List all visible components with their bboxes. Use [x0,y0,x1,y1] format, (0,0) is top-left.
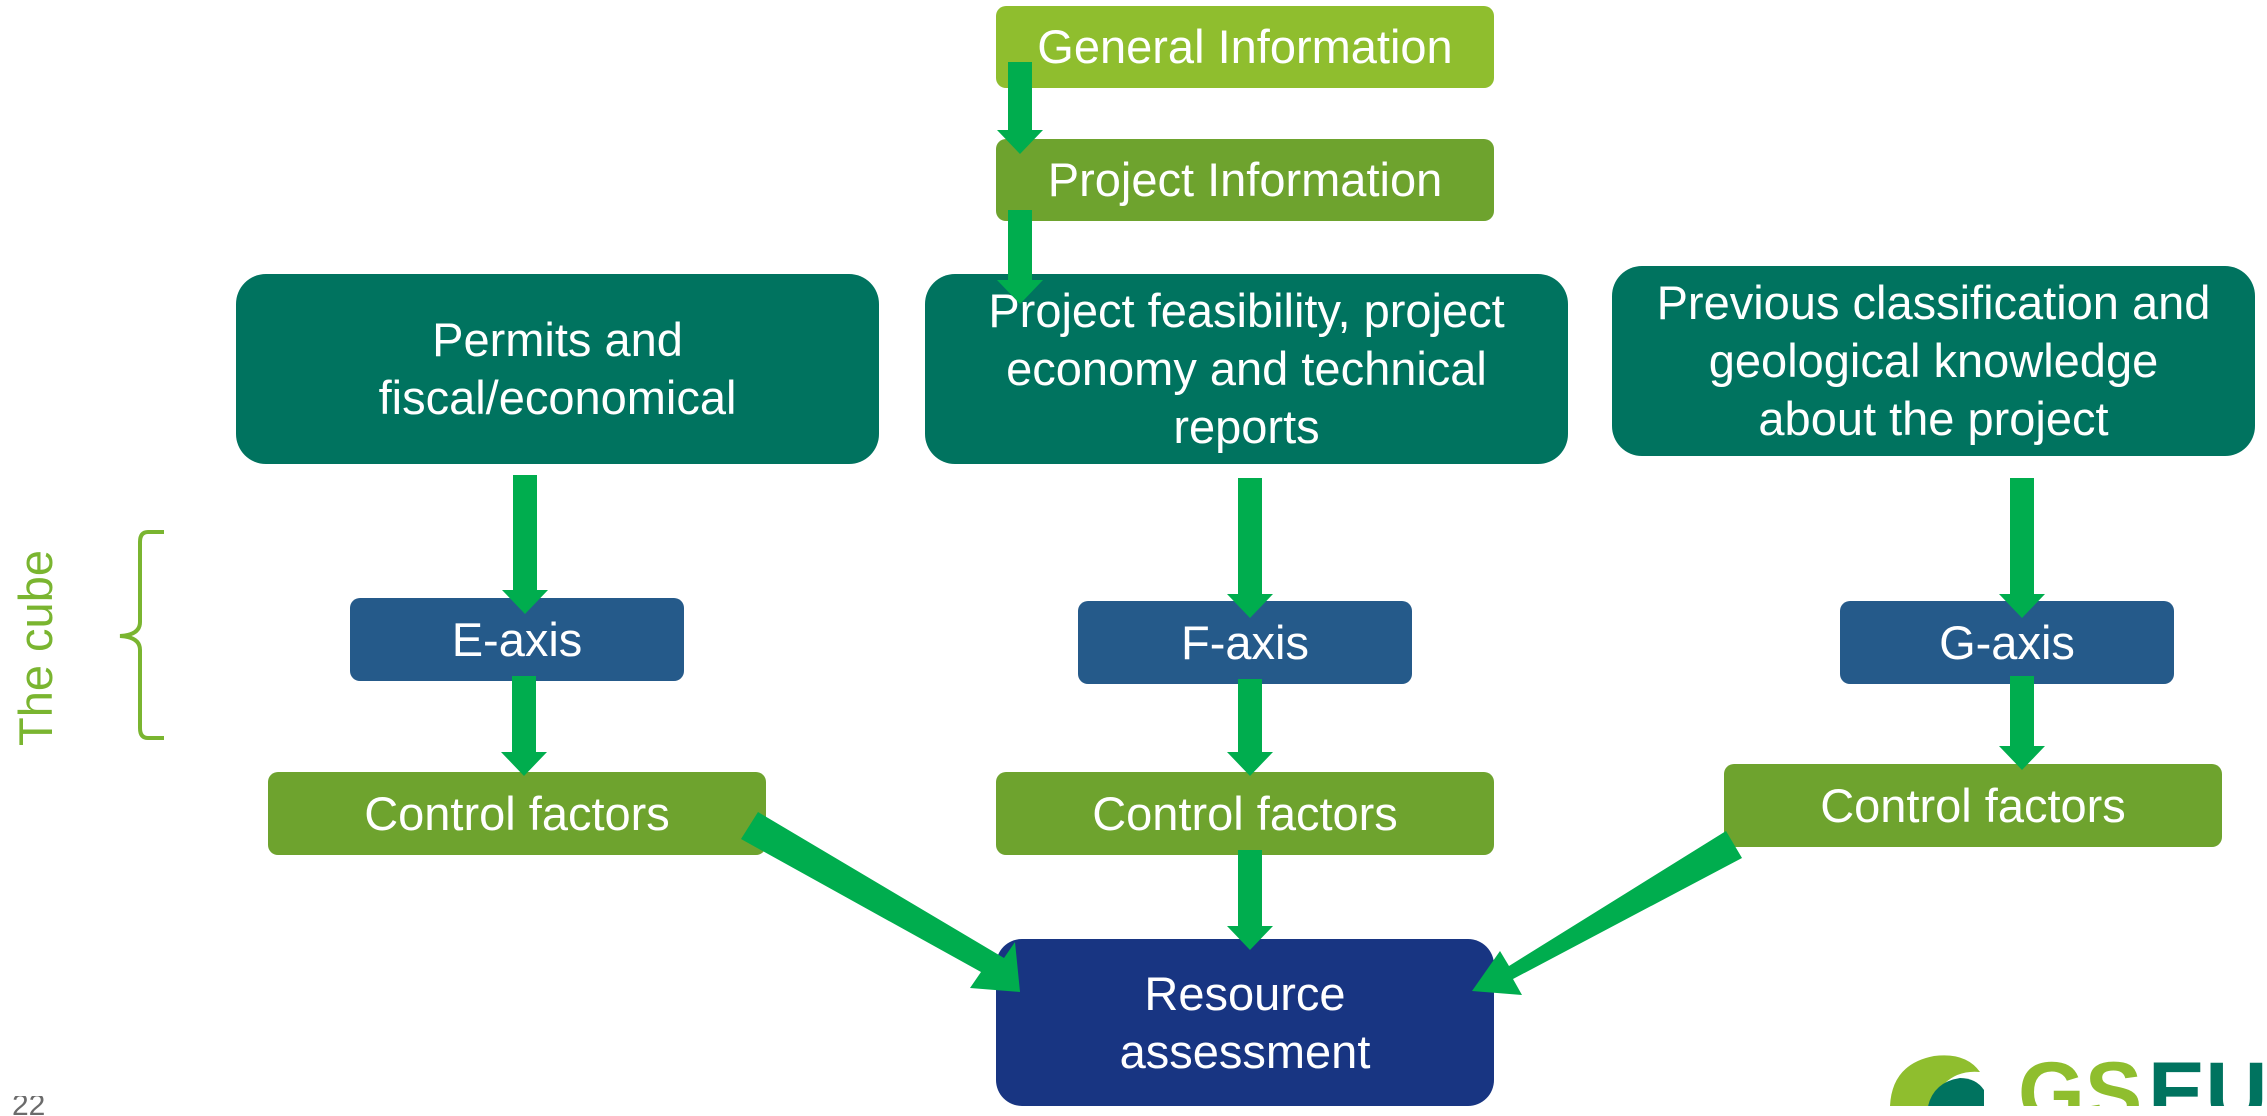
svg-text:GS: GS [2018,1050,2142,1106]
permits-box: Permits and fiscal/economical [236,274,879,464]
arrow-e-axis-to-control [501,676,547,776]
e-axis-box: E-axis [350,598,684,681]
svg-text:EU: EU [2148,1050,2267,1106]
gseu-logo: GS EU [1890,1050,2267,1106]
project-information-box: Project Information [996,139,1494,221]
arrow-permits-to-e-axis [502,475,548,614]
resource-assessment-box: Resource assessment [996,939,1494,1106]
cube-bracket [119,530,164,740]
control-factors-e-box: Control factors [268,772,766,855]
arrow-previous-to-g-axis [1999,478,2045,618]
control-factors-f-box: Control factors [996,772,1494,855]
arrow-control-g-to-resource [1472,831,1742,995]
f-axis-box: F-axis [1078,601,1412,684]
previous-classification-box: Previous classification and geological k… [1612,266,2255,456]
cube-side-label: The cube [9,550,62,746]
feasibility-box: Project feasibility, project economy and… [925,274,1568,464]
arrow-f-axis-to-control [1227,679,1273,776]
arrow-feasibility-to-f-axis [1227,478,1273,618]
arrow-control-e-to-resource [741,812,1020,992]
g-axis-box: G-axis [1840,601,2174,684]
control-factors-g-box: Control factors [1724,764,2222,847]
arrow-g-axis-to-control [1999,676,2045,770]
arrow-control-f-to-resource [1227,850,1273,950]
general-information-box: General Information [996,6,1494,88]
page-number: 22 [12,1096,46,1116]
